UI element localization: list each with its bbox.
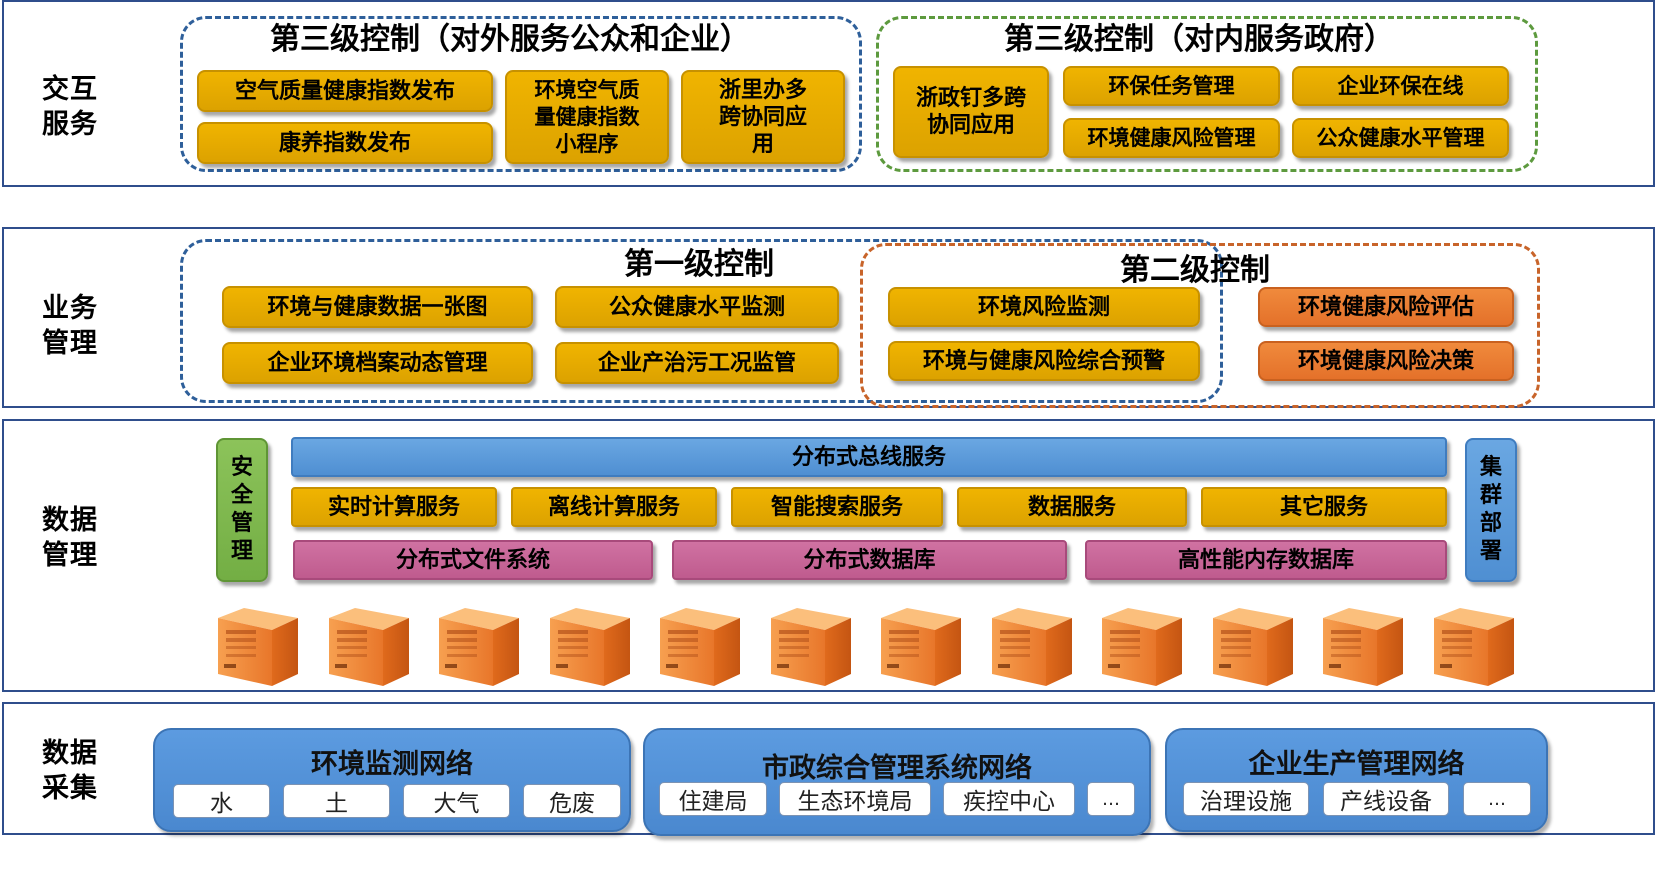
box-health-risk-mgmt[interactable]: 环境健康风险管理 [1063,118,1280,158]
box-zzd-app[interactable]: 浙政钉多跨协同应用 [893,66,1049,158]
box-wellness-index[interactable]: 康养指数发布 [197,122,493,164]
external-service-group [180,16,862,172]
server-icon [1319,604,1405,688]
server-icon [1430,604,1516,688]
layer-label-collection: 数据 采集 [42,738,98,804]
network-title: 环境监测网络 [311,749,473,780]
storage-distributed-db[interactable]: 分布式数据库 [672,540,1067,580]
layer-business: 业务 管理 第一级控制 第二级控制 环境与健康数据一张图 公众健康水平监测 企业… [2,227,1655,408]
chip-housing-bureau[interactable]: 住建局 [659,782,767,816]
network-enterprise[interactable]: 企业生产管理网络 治理设施 产线设备 … [1165,728,1548,832]
chip-line-equipment[interactable]: 产线设备 [1323,782,1449,816]
box-env-task[interactable]: 环保任务管理 [1063,66,1280,106]
internal-control-title: 第三级控制（对内服务政府） [1004,22,1394,57]
chip-hazwaste[interactable]: 危废 [523,784,621,818]
layer-label-business: 业务 管理 [42,293,98,359]
box-risk-assessment[interactable]: 环境健康风险评估 [1258,287,1514,327]
layer-label-interaction: 交互 服务 [42,74,98,140]
cluster-deployment[interactable]: 集群部署 [1465,438,1517,582]
level2-control-group [860,243,1540,408]
box-risk-decision[interactable]: 环境健康风险决策 [1258,341,1514,381]
external-control-title: 第三级控制（对外服务公众和企业） [270,22,750,57]
server-icon [435,604,521,688]
box-zlb-app[interactable]: 浙里办多跨协同应用 [681,70,845,164]
chip-more[interactable]: … [1463,782,1531,816]
distributed-bus-service[interactable]: 分布式总线服务 [291,437,1447,477]
chip-water[interactable]: 水 [173,784,270,818]
box-pollution-supervision[interactable]: 企业产治污工况监管 [555,342,839,384]
chip-soil[interactable]: 土 [283,784,390,818]
level1-control-group [180,239,1223,403]
internal-service-group [876,16,1538,172]
storage-inmemory-db[interactable]: 高性能内存数据库 [1085,540,1447,580]
server-icon [325,604,411,688]
box-env-risk-monitor[interactable]: 环境风险监测 [888,287,1200,327]
box-enterprise-archive[interactable]: 企业环境档案动态管理 [222,342,533,384]
server-icon [877,604,963,688]
layer-data-mgmt: 数据 管理 安全管理 集群部署 分布式总线服务 实时计算服务 离线计算服务 智能… [2,419,1655,692]
box-public-health-monitor[interactable]: 公众健康水平监测 [555,286,839,328]
chip-eco-bureau[interactable]: 生态环境局 [779,782,931,816]
service-data[interactable]: 数据服务 [957,487,1187,527]
service-offline-compute[interactable]: 离线计算服务 [511,487,717,527]
service-realtime-compute[interactable]: 实时计算服务 [291,487,497,527]
chip-treatment-facility[interactable]: 治理设施 [1183,782,1309,816]
chip-air[interactable]: 大气 [403,784,510,818]
security-management[interactable]: 安全管理 [216,438,268,582]
layer-collection: 数据 采集 环境监测网络 水 土 大气 危废 市政综合管理系统网络 住建局 生态… [2,702,1655,836]
network-env-monitor[interactable]: 环境监测网络 水 土 大气 危废 [153,728,631,832]
network-municipal[interactable]: 市政综合管理系统网络 住建局 生态环境局 疾控中心 … [643,728,1151,836]
server-icon [1098,604,1184,688]
chip-more[interactable]: … [1087,782,1135,816]
box-public-health-mgmt[interactable]: 公众健康水平管理 [1292,118,1509,158]
service-smart-search[interactable]: 智能搜索服务 [731,487,943,527]
server-icon [214,604,300,688]
network-title: 市政综合管理系统网络 [762,753,1032,784]
level2-control-title: 第二级控制 [1120,253,1270,288]
storage-distributed-fs[interactable]: 分布式文件系统 [293,540,653,580]
chip-cdc[interactable]: 疾控中心 [943,782,1075,816]
server-icon [656,604,742,688]
box-data-map[interactable]: 环境与健康数据一张图 [222,286,533,328]
layer-label-data-mgmt: 数据 管理 [42,505,98,571]
box-risk-warning[interactable]: 环境与健康风险综合预警 [888,341,1200,381]
server-icon [1209,604,1295,688]
server-icon [988,604,1074,688]
level1-control-title: 第一级控制 [624,247,774,282]
box-enterprise-online[interactable]: 企业环保在线 [1292,66,1509,106]
server-icon [767,604,853,688]
layer-interaction: 交互 服务 第三级控制（对外服务公众和企业） 空气质量健康指数发布 康养指数发布… [2,0,1655,187]
server-icon [546,604,632,688]
network-title: 企业生产管理网络 [1248,749,1465,780]
service-other[interactable]: 其它服务 [1201,487,1447,527]
box-aqhi-release[interactable]: 空气质量健康指数发布 [197,70,493,112]
box-aqhi-miniapp[interactable]: 环境空气质量健康指数小程序 [505,70,669,164]
